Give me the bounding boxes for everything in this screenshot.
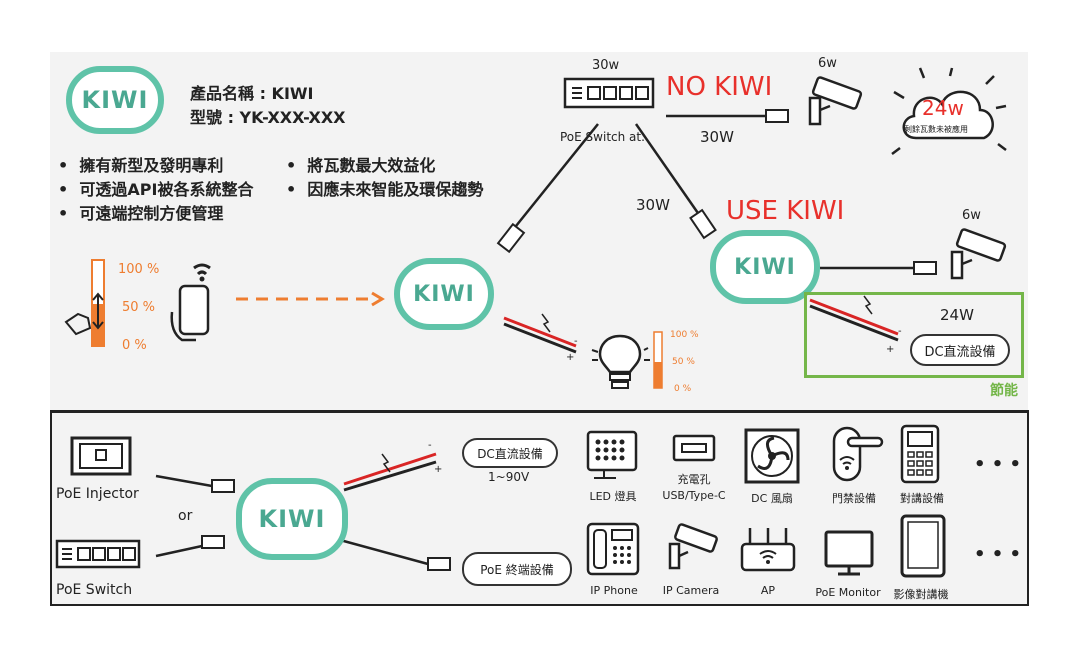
led-light-icon	[586, 430, 638, 479]
dc-minus-box: -	[898, 326, 902, 337]
dc-minus-bottom: -	[428, 440, 432, 451]
slider-level-100: 100 %	[118, 262, 160, 277]
dc-device-pill-bottom: DC直流設備	[462, 438, 558, 468]
cloud-watt-value: 24w	[922, 96, 964, 120]
dc-plus-center: +	[566, 352, 575, 363]
poe-monitor-icon	[824, 530, 874, 576]
switch-watt: 30w	[592, 58, 620, 73]
feature-item: • 擁有新型及發明專利	[58, 156, 224, 175]
camera-top-watt: 6w	[818, 56, 837, 71]
dashed-arrow	[236, 291, 385, 307]
section-divider	[50, 410, 1029, 413]
bottom-frame-bottom	[50, 604, 1029, 606]
use-kiwi-watt: 30W	[636, 196, 670, 214]
poe-injector-icon	[70, 436, 132, 476]
cloud-caption: 剩餘瓦數未被應用	[904, 125, 968, 134]
use-kiwi-label: USE KIWI	[726, 196, 845, 226]
poe-switch-icon	[563, 77, 655, 109]
camera-right-watt: 6w	[962, 208, 981, 223]
dc-fan-icon	[744, 428, 800, 484]
light-bulb-icon	[591, 334, 650, 389]
bulb-level-bar	[653, 331, 663, 389]
poe-injector-label: PoE Injector	[56, 486, 139, 502]
kiwi-logo: KIWI	[66, 66, 164, 134]
feature-item: • 將瓦數最大效益化	[286, 156, 436, 175]
kiwi-controller-center: KIWI	[394, 258, 494, 330]
poe-device-label-ap: AP	[760, 584, 776, 597]
brightness-slider-icon	[64, 259, 105, 347]
dc-plus-bottom: +	[434, 464, 443, 475]
ip-phone-icon	[586, 522, 640, 576]
intercom-icon	[900, 424, 940, 484]
feature-item: • 因應未來智能及環保趨勢	[286, 180, 484, 199]
dc-device-pill: DC直流設備	[910, 334, 1010, 366]
smartphone-icon	[170, 263, 211, 342]
no-kiwi-watt: 30W	[700, 128, 734, 146]
poe-switch-bottom-label: PoE Switch	[56, 582, 133, 598]
bulb-level-0: 0 %	[674, 384, 692, 394]
poe-device-label-video-intercom: 影像對講機	[893, 588, 949, 601]
dc-device-label-fan: DC 風扇	[751, 492, 793, 505]
ip-camera-right-icon	[950, 228, 1007, 280]
bulb-level-100: 100 %	[670, 330, 699, 340]
ip-camera-top-icon	[808, 76, 863, 126]
energy-saving-box	[804, 292, 1024, 378]
top-diagram-wiring	[496, 109, 937, 354]
poe-device-label-phone: IP Phone	[590, 584, 638, 597]
poe-terminal-pill: PoE 終端設備	[462, 552, 572, 586]
poe-device-label-camera: IP Camera	[662, 584, 720, 597]
kiwi-controller-right: KIWI	[710, 230, 820, 304]
voltage-range: 1~90V	[488, 470, 530, 484]
model-number: 型號 : YK-XXX-XXX	[190, 108, 346, 127]
dc-box-watt: 24W	[940, 306, 974, 324]
feature-item: • 可遠端控制方便管理	[58, 204, 224, 223]
door-lock-icon	[832, 426, 884, 482]
no-kiwi-label: NO KIWI	[666, 72, 773, 102]
kiwi-controller-bottom: KIWI	[236, 478, 348, 560]
dc-device-label-door: 門禁設備	[832, 492, 876, 505]
background-panel	[50, 52, 1028, 606]
slider-level-0: 0 %	[122, 338, 147, 353]
access-point-icon	[740, 528, 796, 572]
unused-watt-cloud-icon	[891, 67, 1007, 155]
dc-plus-box: +	[886, 344, 895, 355]
feature-item: • 可透過API被各系統整合	[58, 180, 254, 199]
bottom-frame-left	[50, 410, 52, 606]
poe-device-label-monitor: PoE Monitor	[815, 586, 881, 599]
product-name: 產品名稱 : KIWI	[190, 84, 314, 103]
slider-level-50: 50 %	[122, 300, 156, 315]
more-dc-devices: • • •	[974, 454, 1022, 475]
bottom-frame-right	[1027, 410, 1029, 606]
energy-saving-label: 節能	[990, 383, 1018, 399]
dc-device-label-usb: 充電孔 USB/Type-C	[662, 473, 726, 502]
or-label: or	[178, 508, 193, 524]
poe-switch-bottom-icon	[55, 539, 141, 569]
usb-port-icon	[672, 434, 716, 462]
switch-label: PoE Switch at.	[560, 130, 645, 144]
dc-device-label-intercom: 對講設備	[900, 492, 944, 505]
video-intercom-icon	[900, 514, 946, 578]
dc-minus-center: -	[574, 336, 578, 347]
ip-camera-bottom-icon	[668, 523, 718, 570]
dc-device-label-led: LED 燈具	[589, 490, 637, 503]
bulb-level-50: 50 %	[672, 357, 695, 367]
more-poe-devices: • • •	[974, 544, 1022, 565]
